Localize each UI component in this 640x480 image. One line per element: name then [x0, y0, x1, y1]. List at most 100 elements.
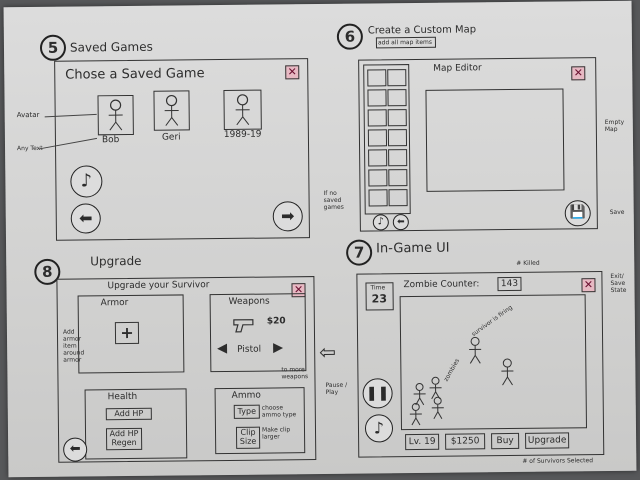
zombie-figure-icon — [431, 396, 444, 420]
palette-slot[interactable] — [368, 149, 388, 167]
section-number-5: 5 — [39, 34, 67, 61]
palette-slot[interactable] — [367, 129, 388, 147]
saved-games-window-title: Chose a Saved Game — [65, 66, 205, 83]
weapons-title: Weapons — [228, 296, 270, 307]
survivor-figure-icon — [469, 336, 482, 364]
music-toggle-button[interactable]: ♪ — [364, 414, 394, 443]
weapon-prev-arrow-icon[interactable]: ◀ — [217, 340, 228, 357]
ammo-type-button[interactable]: Type — [233, 404, 260, 419]
section-heading-map: Create a Custom Map — [367, 24, 477, 37]
clip-size-button[interactable]: Clip Size — [235, 426, 261, 449]
palette-slot[interactable] — [367, 69, 387, 87]
ammo-title: Ammo — [231, 390, 261, 401]
clip-size-note: Make clip larger — [261, 426, 291, 441]
buy-button[interactable]: Buy — [491, 432, 520, 450]
map-editor-window: Map Editor ✕ ♪ ⬅ 💾 — [358, 57, 598, 232]
annotation-survivors-selected: # of Survivors Selected — [522, 457, 594, 465]
palette-slot[interactable] — [387, 69, 407, 87]
section-number-6: 6 — [336, 23, 364, 50]
upgrade-window: Upgrade your Survivor ✕ Armor + Weapons … — [56, 276, 317, 463]
armor-panel: Armor + — [77, 294, 185, 374]
map-editor-title: Map Editor — [433, 63, 482, 74]
section-number-7: 7 — [346, 239, 373, 266]
palette-slot[interactable] — [368, 189, 388, 207]
health-title: Health — [107, 391, 138, 403]
saved-games-close-button[interactable]: ✕ — [285, 65, 300, 80]
weapons-panel: Weapons $20 ◀ Pistol ▶ — [209, 293, 307, 373]
level-indicator: Lv. 19 — [405, 433, 440, 451]
flow-arrow-icon: ⇦ — [319, 339, 337, 365]
palette-slot[interactable] — [367, 109, 387, 127]
map-tab-note: add all map items — [375, 36, 437, 49]
pause-play-button[interactable]: ❚❚ — [362, 378, 393, 409]
money-indicator: $1250 — [445, 433, 486, 450]
annotation-avatar: Avatar — [16, 110, 40, 120]
game-field[interactable]: zombies survivor is firing — [399, 294, 587, 431]
add-armor-button[interactable]: + — [114, 321, 140, 345]
saved-games-window: Chose a Saved Game ✕ Bob Geri 1989-19 ♪ … — [54, 58, 310, 241]
add-hp-button[interactable]: Add HP — [105, 407, 152, 421]
annotation-killed: # Killed — [516, 259, 540, 267]
annotation-more-weapons: to more weapons — [281, 366, 309, 381]
section-heading-upgrade: Upgrade — [90, 253, 142, 269]
timer-label: Time — [370, 284, 386, 292]
map-canvas[interactable] — [425, 88, 565, 192]
annotation-zombies: zombies — [442, 357, 462, 383]
paper-sheet: 5 Saved Games Chose a Saved Game ✕ Bob G… — [3, 0, 637, 478]
health-panel: Health Add HP Add HP Regen — [84, 388, 188, 460]
annotation-if-no-saves: If no saved games — [323, 189, 344, 211]
save-button[interactable]: 💾 — [564, 200, 591, 227]
timer-box: Time 23 — [365, 282, 394, 311]
music-toggle-button[interactable]: ♪ — [70, 165, 103, 198]
forward-button[interactable]: ➡ — [272, 201, 303, 232]
weapon-next-arrow-icon[interactable]: ▶ — [273, 340, 284, 356]
palette-slot[interactable] — [387, 109, 407, 127]
stick-figure-icon — [108, 99, 123, 131]
save-slot-2[interactable] — [153, 90, 190, 131]
ammo-type-note: choose ammo type — [261, 404, 297, 419]
upgrade-button[interactable]: Upgrade — [525, 432, 570, 449]
add-hp-regen-button[interactable]: Add HP Regen — [105, 427, 143, 451]
annotation-exit: Exit/ Save State — [610, 272, 627, 294]
map-item-palette — [363, 64, 411, 215]
upgrade-window-title: Upgrade your Survivor — [107, 280, 210, 292]
save-slot-2-name: Geri — [161, 132, 181, 143]
back-button[interactable]: ⬅ — [70, 203, 101, 234]
back-button[interactable]: ⬅ — [63, 437, 88, 462]
zombie-figure-icon — [409, 403, 422, 426]
palette-slot[interactable] — [367, 89, 387, 107]
back-button[interactable]: ⬅ — [392, 214, 409, 231]
zombie-counter-value: 143 — [497, 276, 522, 292]
map-editor-close-button[interactable]: ✕ — [571, 66, 586, 81]
ammo-panel: Ammo Type choose ammo type Clip Size Mak… — [214, 387, 306, 455]
save-slot-3[interactable] — [223, 89, 262, 131]
annotation-pause: Pause / Play — [325, 381, 348, 396]
save-slot-3-name: 1989-19 — [223, 129, 262, 141]
palette-slot[interactable] — [387, 89, 407, 107]
palette-slot[interactable] — [388, 169, 408, 187]
armor-title: Armor — [100, 298, 129, 309]
stick-figure-icon — [235, 94, 250, 126]
annotation-any-text-line — [38, 137, 98, 150]
palette-slot[interactable] — [368, 169, 388, 187]
palette-slot[interactable] — [387, 129, 408, 147]
in-game-window: Time 23 Zombie Counter: 143 ✕ zombies su… — [356, 271, 605, 458]
palette-slot[interactable] — [388, 149, 408, 167]
annotation-empty-map: Empty Map — [604, 118, 625, 134]
survivor-figure-icon — [501, 358, 514, 386]
save-slot-1[interactable] — [97, 94, 134, 136]
section-heading-in-game: In-Game UI — [376, 240, 450, 257]
annotation-avatar-line — [44, 113, 97, 118]
annotation-add-armor: Add armor item around armor — [62, 328, 85, 364]
annotation-save: Save — [609, 208, 625, 216]
weapon-name: Pistol — [237, 344, 262, 355]
save-slot-1-name: Bob — [101, 135, 120, 146]
zombie-counter-label: Zombie Counter: — [403, 279, 480, 291]
music-toggle-button[interactable]: ♪ — [372, 214, 389, 231]
pistol-icon — [233, 319, 254, 333]
stick-figure-icon — [164, 94, 179, 126]
weapon-price: $20 — [266, 316, 286, 327]
annotation-survivor-firing: survivor is firing — [470, 304, 514, 338]
in-game-close-button[interactable]: ✕ — [581, 278, 596, 293]
palette-slot[interactable] — [388, 189, 408, 207]
